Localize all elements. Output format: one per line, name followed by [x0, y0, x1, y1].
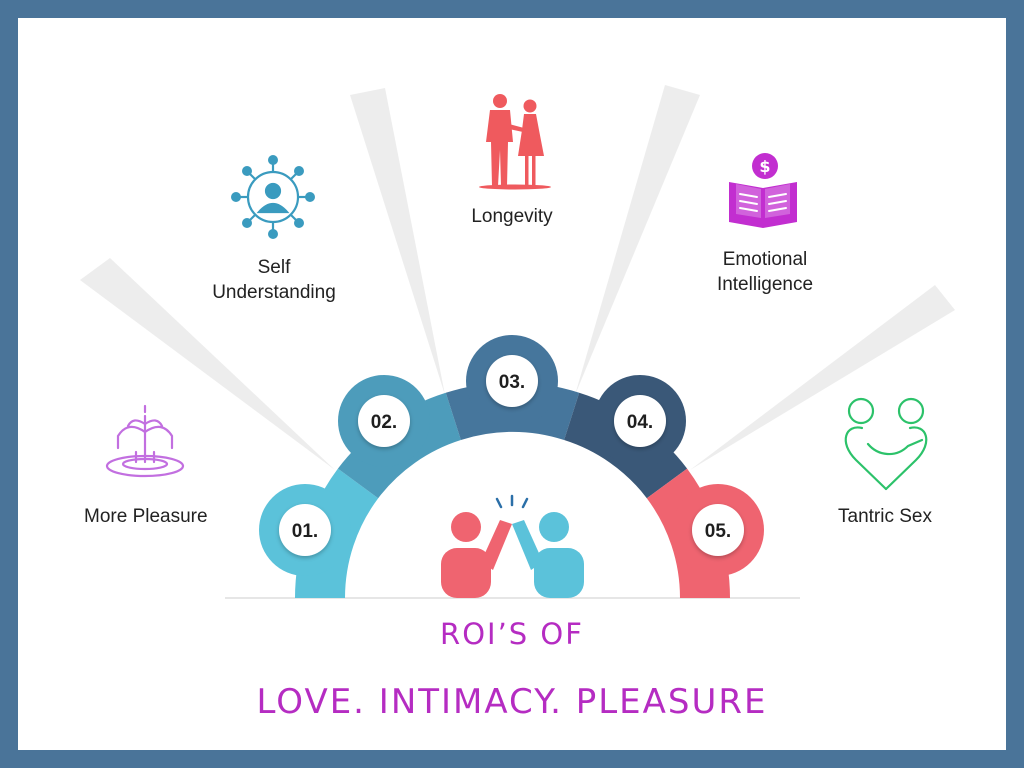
emotional-intelligence-line2: Intelligence — [716, 274, 814, 295]
beam-3 — [575, 85, 700, 395]
emotional-intelligence-line1: Emotional — [722, 249, 808, 270]
high-five-icon — [441, 494, 584, 598]
self-understanding-line2: Understanding — [212, 282, 336, 303]
segment-01: 01. — [259, 468, 379, 598]
title-line-2: LOVE. INTIMACY. PLEASURE — [256, 682, 768, 722]
title-line-1: ROI’S OF — [440, 617, 584, 651]
number-label-03: 03. — [499, 372, 525, 393]
segment-label-longevity: Longevity — [471, 206, 553, 227]
number-label-01: 01. — [292, 521, 318, 542]
number-label-04: 04. — [627, 412, 653, 433]
couple-silhouette-icon — [479, 94, 551, 190]
beam-4 — [690, 285, 955, 470]
network-person-icon — [231, 155, 315, 239]
segment-label-emotional-intelligence: Emotional Intelligence — [690, 247, 840, 297]
segment-label-tantric-sex: Tantric Sex — [838, 506, 932, 527]
segment-05: 05. — [646, 468, 764, 598]
number-badge-01 — [279, 504, 331, 556]
self-understanding-line1: Self — [257, 257, 291, 278]
segment-02: 02. — [337, 375, 461, 499]
segment-label-more-pleasure: More Pleasure — [84, 506, 208, 527]
book-dollar-icon: $ — [729, 153, 797, 228]
number-label-05: 05. — [705, 521, 731, 542]
svg-text:$: $ — [759, 157, 770, 176]
number-badge-03 — [486, 355, 538, 407]
number-badge-05 — [692, 504, 744, 556]
beam-2 — [350, 88, 445, 395]
segment-label-self-understanding: Self Understanding — [194, 255, 354, 305]
fountain-icon — [105, 404, 185, 478]
light-beams — [80, 85, 955, 470]
hug-heart-icon — [844, 397, 928, 491]
number-badge-04 — [614, 395, 666, 447]
segment-04: 04. — [564, 375, 688, 499]
number-badge-02 — [358, 395, 410, 447]
segment-03: 03. — [445, 335, 580, 440]
beam-1 — [80, 258, 335, 470]
number-label-02: 02. — [371, 412, 397, 433]
